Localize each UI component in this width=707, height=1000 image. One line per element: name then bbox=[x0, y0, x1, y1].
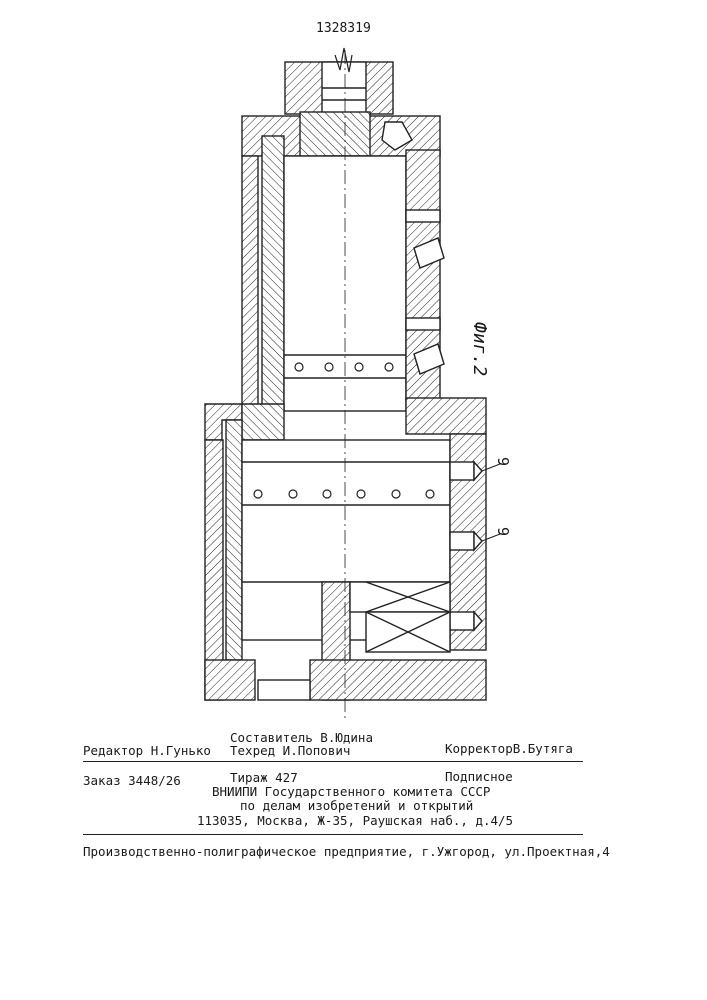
divider-2 bbox=[83, 834, 583, 835]
org-line-1: ВНИИПИ Государственного комитета СССР bbox=[212, 786, 490, 799]
circulation: Тираж 427 bbox=[230, 772, 298, 785]
subscription: Подписное bbox=[445, 771, 513, 784]
callout-9-lower: 9 bbox=[495, 527, 510, 536]
figure-label: Фиг.2 bbox=[470, 322, 488, 376]
callout-9-upper: 9 bbox=[495, 457, 510, 466]
editor-line: Редактор Н.Гунько bbox=[83, 745, 211, 758]
techred-line: Техред И.Попович bbox=[230, 745, 350, 758]
corrector-line: КорректорВ.Бутяга bbox=[445, 743, 573, 756]
order-number: Заказ 3448/26 bbox=[83, 775, 181, 788]
printer-line: Производственно-полиграфическое предприя… bbox=[83, 846, 610, 859]
divider-1 bbox=[83, 761, 583, 762]
org-line-2: по делам изобретений и открытий bbox=[240, 800, 473, 813]
address-line: 113035, Москва, Ж-35, Раушская наб., д.4… bbox=[197, 815, 513, 828]
